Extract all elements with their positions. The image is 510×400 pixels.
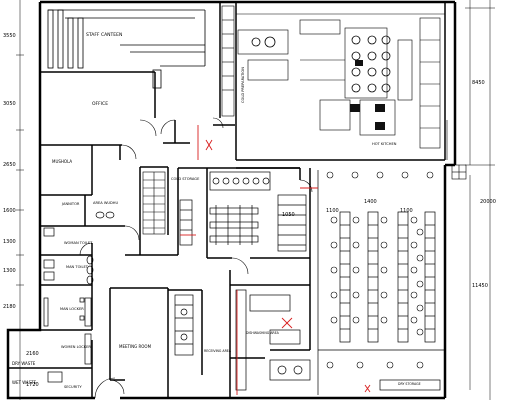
meeting-room-label: MEETING ROOM bbox=[119, 344, 152, 349]
woman-toilet-label: WOMAN TOILET bbox=[64, 241, 93, 245]
janitor-label: JANNITOR bbox=[61, 202, 80, 206]
dark-cookers bbox=[350, 60, 385, 130]
dim-inner-2: 1400 bbox=[364, 199, 377, 205]
staff-canteen-label: STAFF CANTEEN bbox=[86, 32, 122, 38]
office-label: OFFICE bbox=[92, 101, 108, 107]
cold-storage-label: COLD STORAGE bbox=[171, 177, 200, 181]
man-toilet-label: MAN TOILET bbox=[66, 265, 89, 269]
right-boundary-details bbox=[446, 120, 467, 180]
interior-walls bbox=[8, 2, 446, 398]
dim-left-4: 1600 bbox=[3, 208, 16, 214]
dry-storage-label: DRY STORAGE bbox=[398, 382, 421, 386]
dimension-lines-left bbox=[16, 0, 24, 400]
dim-right-3: 11450 bbox=[472, 283, 488, 289]
receiving-equipment bbox=[174, 289, 311, 391]
dimension-lines-right bbox=[465, 0, 495, 400]
dim-left-8: 2160 bbox=[26, 351, 39, 357]
hall-seats bbox=[326, 171, 434, 369]
hall-tables bbox=[317, 170, 445, 395]
mushola-label: MUSHOLA bbox=[52, 159, 72, 164]
wet-waste-label: WET WASTE bbox=[12, 380, 37, 385]
dim-left-7: 2180 bbox=[3, 304, 16, 310]
red-flow-lines bbox=[180, 125, 371, 395]
dim-left-6: 1300 bbox=[3, 268, 16, 274]
hot-kitchen-label: HOT KITCHEN bbox=[372, 142, 397, 146]
dim-left-5: 1300 bbox=[3, 239, 16, 245]
dim-left-2: 3050 bbox=[3, 101, 16, 107]
toilet-fixtures bbox=[43, 211, 115, 383]
woman-locker-label: WOMEN LOCKER bbox=[61, 345, 91, 349]
area-wudhu-label: AREA WUDHU bbox=[93, 201, 118, 205]
staircase bbox=[142, 171, 166, 235]
door-swings bbox=[79, 117, 313, 399]
dim-right-2: 20000 bbox=[480, 199, 496, 205]
dim-inner-3: 1100 bbox=[400, 208, 413, 214]
man-locker-label: MAN LOCKER bbox=[60, 307, 84, 311]
dim-left-1: 3550 bbox=[3, 33, 16, 39]
cold-storage-racks bbox=[179, 199, 193, 246]
dishwashing-area-label: DISHWASHING AREA bbox=[246, 331, 280, 335]
dim-left-9: 1720 bbox=[26, 382, 39, 388]
dim-left-3: 2650 bbox=[3, 162, 16, 168]
outer-walls bbox=[6, 0, 457, 400]
kitchen-equipment-upper bbox=[221, 5, 445, 149]
prep-tables bbox=[209, 171, 307, 252]
cold-preparation-label: COLD PREPARATION bbox=[241, 67, 245, 103]
receiving-area-label: RECEIVING AREA bbox=[204, 349, 232, 353]
stove-burners bbox=[251, 35, 391, 93]
dry-waste-label: DRY WASTE bbox=[12, 361, 36, 366]
canteen-tables bbox=[47, 9, 206, 89]
dim-inner-1: 1100 bbox=[326, 208, 339, 214]
security-label: SECURITY bbox=[64, 385, 82, 389]
dim-right-1: 8450 bbox=[472, 80, 485, 86]
